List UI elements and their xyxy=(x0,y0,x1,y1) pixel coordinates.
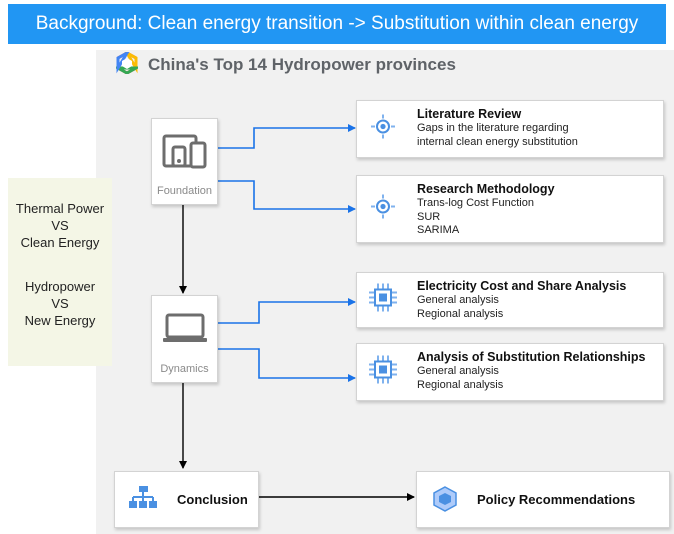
target-icon xyxy=(367,193,399,226)
policy-box: Policy Recommendations xyxy=(416,471,670,528)
chip-icon xyxy=(367,354,399,391)
policy-label: Policy Recommendations xyxy=(477,492,636,507)
dynamics-label: Dynamics xyxy=(160,363,209,375)
card-line: SARIMA xyxy=(417,224,460,236)
devices-icon xyxy=(161,133,209,176)
cloud-hexagon-logo-icon xyxy=(112,48,142,79)
hierarchy-icon xyxy=(129,485,157,518)
dynamics-node: Dynamics xyxy=(151,295,218,383)
substitution-title: Analysis of Substitution Relationships xyxy=(417,350,646,364)
comparison-text: New Energy xyxy=(24,313,96,328)
foundation-node: Foundation xyxy=(151,118,218,205)
card-line: internal clean energy substitution xyxy=(417,135,578,148)
research-methodology-card: Research Methodology Trans-log Cost Func… xyxy=(356,175,664,243)
electricity-cost-title: Electricity Cost and Share Analysis xyxy=(417,279,627,293)
comparison-box: Thermal Power VS Clean Energy Hydropower… xyxy=(8,178,112,366)
research-methodology-title: Research Methodology xyxy=(417,182,555,196)
comparison-group-hydro: Hydropower VS New Energy xyxy=(8,278,112,329)
card-line: Regional analysis xyxy=(417,307,504,320)
comparison-text: Clean Energy xyxy=(20,235,100,250)
card-line: Gaps in the literature regarding xyxy=(417,122,569,134)
card-line: General analysis xyxy=(417,294,499,306)
comparison-text: VS xyxy=(51,296,69,311)
target-icon xyxy=(367,113,399,146)
comparison-text: VS xyxy=(51,218,69,233)
card-line: Regional analysis xyxy=(417,378,504,391)
comparison-text: Hydropower xyxy=(24,279,96,294)
conclusion-label: Conclusion xyxy=(177,492,248,507)
literature-review-title: Literature Review xyxy=(417,107,522,121)
panel-header: China's Top 14 Hydropower provinces xyxy=(112,48,456,79)
card-line: SUR xyxy=(417,210,441,223)
background-banner: Background: Clean energy transition -> S… xyxy=(8,4,666,44)
literature-review-card: Literature Review Gaps in the literature… xyxy=(356,100,664,158)
comparison-group-thermal: Thermal Power VS Clean Energy xyxy=(8,200,112,251)
chip-icon xyxy=(367,282,399,319)
foundation-label: Foundation xyxy=(156,185,213,197)
conclusion-box: Conclusion xyxy=(114,471,259,528)
comparison-text: Thermal Power xyxy=(15,201,105,216)
card-line: General analysis xyxy=(417,365,499,377)
substitution-card: Analysis of Substitution Relationships G… xyxy=(356,343,664,401)
electricity-cost-card: Electricity Cost and Share Analysis Gene… xyxy=(356,272,664,328)
card-line: Trans-log Cost Function xyxy=(417,197,534,209)
cube-icon xyxy=(431,485,459,518)
laptop-icon xyxy=(161,312,209,351)
panel-title: China's Top 14 Hydropower provinces xyxy=(148,55,456,74)
